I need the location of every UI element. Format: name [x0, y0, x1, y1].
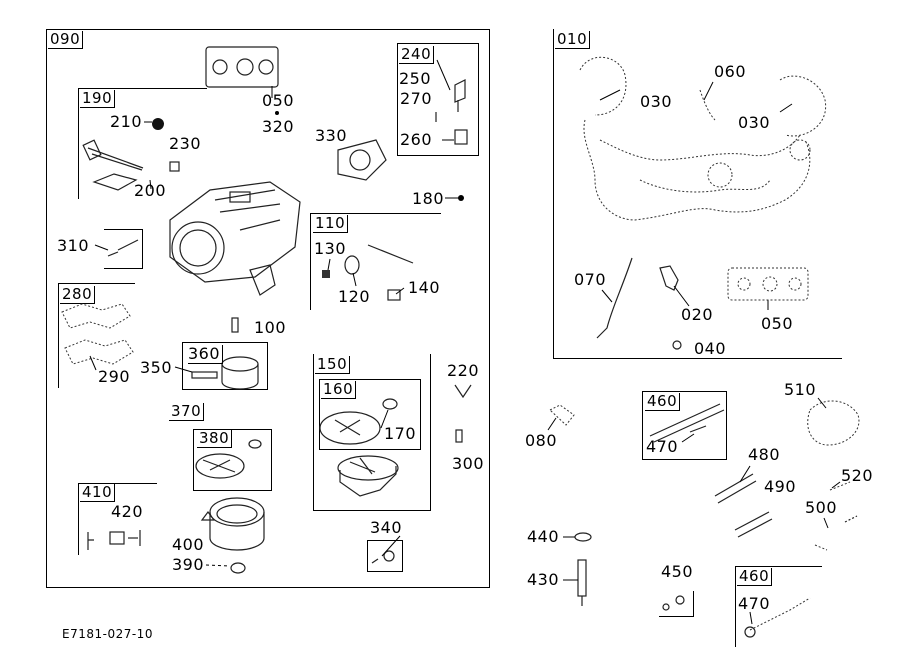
part-label-500: 500	[805, 498, 838, 517]
group-label-380: 380	[197, 430, 233, 448]
part-label-400: 400	[172, 535, 205, 554]
group-frame-240	[397, 43, 479, 156]
part-label-030-right: 030	[738, 113, 771, 132]
gasket-050-drawing	[205, 46, 279, 88]
part-label-050-top: 050	[262, 91, 295, 110]
group-frame-460-bottom	[735, 566, 822, 647]
group-frame-190	[78, 88, 207, 199]
group-frame-450	[659, 591, 694, 617]
group-frame-460-top	[642, 391, 727, 460]
part-label-360: 360	[188, 345, 224, 364]
group-frame-010	[553, 29, 842, 359]
part-label-330: 330	[315, 126, 348, 145]
part-label-080: 080	[525, 431, 558, 450]
group-frame-340	[367, 540, 403, 572]
part-label-120: 120	[338, 287, 371, 306]
part-label-450: 450	[661, 562, 694, 581]
part-label-130: 130	[314, 239, 347, 258]
group-label-240: 240	[399, 46, 435, 64]
group-label-280: 280	[60, 286, 96, 304]
group-frame-410	[78, 483, 157, 555]
part-label-260: 260	[400, 130, 433, 149]
part-label-350: 350	[140, 358, 173, 377]
part-label-040: 040	[694, 339, 727, 358]
carburetor-body-drawing	[169, 181, 301, 296]
part-label-340: 340	[370, 518, 403, 537]
part-label-320: 320	[262, 117, 295, 136]
figure-code: E7181-027-10	[62, 627, 153, 641]
part-label-200: 200	[134, 181, 167, 200]
part-label-440: 440	[527, 527, 560, 546]
part-label-210: 210	[110, 112, 143, 131]
part-label-270: 270	[400, 89, 433, 108]
part-label-510: 510	[784, 380, 817, 399]
part-label-030-left: 030	[640, 92, 673, 111]
group-frame-360	[182, 342, 268, 390]
group-frame-160	[319, 379, 421, 450]
group-frame-310	[104, 229, 143, 269]
group-frame-090	[46, 29, 490, 588]
part-label-390: 390	[172, 555, 205, 574]
group-label-460-top: 460	[645, 393, 681, 411]
part-label-100: 100	[254, 318, 287, 337]
part-label-310: 310	[57, 236, 90, 255]
group-label-090: 090	[48, 31, 84, 49]
part-label-020: 020	[681, 305, 714, 324]
group-label-110: 110	[313, 215, 349, 233]
group-label-160: 160	[321, 381, 357, 399]
group-label-460-bottom: 460	[737, 568, 773, 586]
part-label-250: 250	[399, 69, 432, 88]
part-label-180: 180	[412, 189, 445, 208]
group-frame-280	[58, 283, 135, 388]
group-frame-110	[310, 213, 441, 310]
part-label-490: 490	[764, 477, 797, 496]
part-label-170: 170	[384, 424, 417, 443]
group-label-010: 010	[555, 31, 591, 49]
group-frame-150	[313, 354, 431, 511]
part-label-470-top: 470	[646, 437, 679, 456]
part-label-470-bottom: 470	[738, 594, 771, 613]
float-bowl-drawing	[209, 497, 265, 551]
part-label-300: 300	[452, 454, 485, 473]
part-label-230: 230	[169, 134, 202, 153]
group-label-190: 190	[80, 90, 116, 108]
part-label-520: 520	[841, 466, 874, 485]
group-label-150: 150	[315, 356, 351, 374]
part-label-480: 480	[748, 445, 781, 464]
part-label-430: 430	[527, 570, 560, 589]
part-label-060: 060	[714, 62, 747, 81]
part-label-420: 420	[111, 502, 144, 521]
group-label-370: 370	[169, 403, 205, 421]
group-frame-380	[193, 429, 272, 491]
part-label-050-right: 050	[761, 314, 794, 333]
intake-manifold-drawing	[579, 56, 827, 221]
part-label-140: 140	[408, 278, 441, 297]
part-label-290: 290	[98, 367, 131, 386]
group-label-410: 410	[80, 484, 116, 502]
part-label-220: 220	[447, 361, 480, 380]
gasket-050-right-drawing	[727, 267, 809, 301]
part-label-070: 070	[574, 270, 607, 289]
